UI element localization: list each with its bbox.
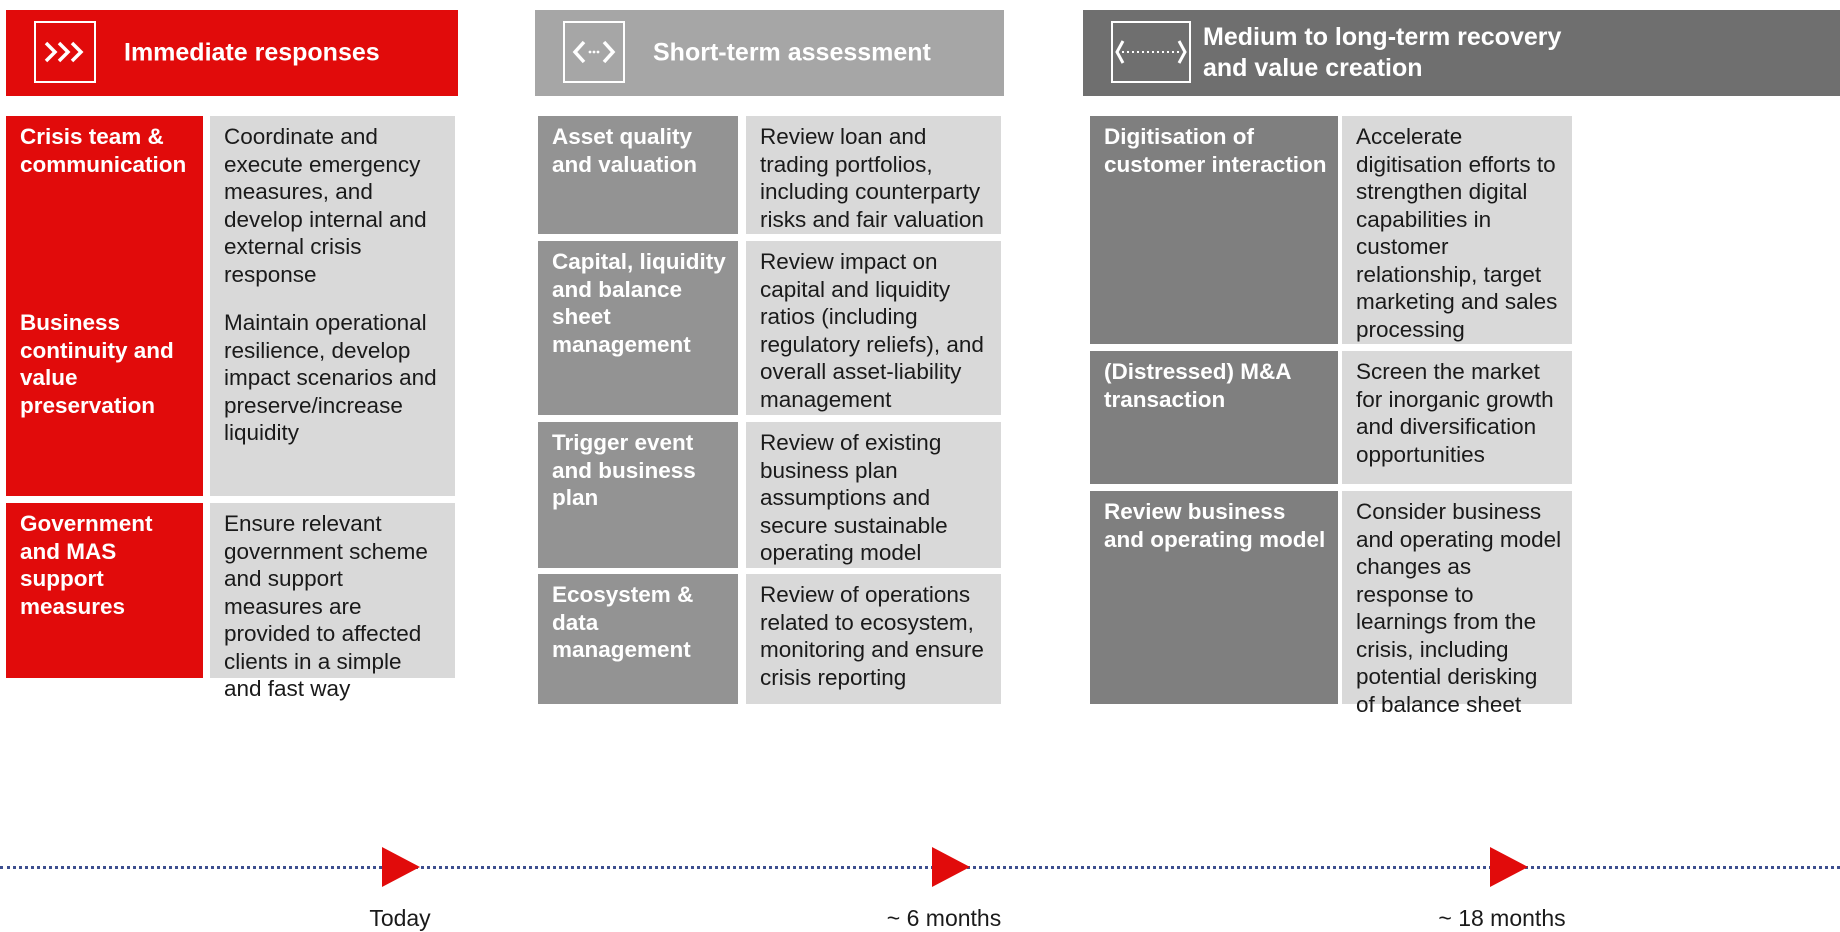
column-header: Medium to long-term recovery and value c… — [1083, 10, 1840, 96]
row-description: Consider business and operating model ch… — [1342, 491, 1572, 717]
row-description: Review loan and trading portfolios, incl… — [746, 116, 1001, 234]
column-header: Immediate responses — [6, 10, 458, 96]
row-label: Digitisation of customer interaction — [1090, 116, 1338, 344]
row-description: Screen the market for inorganic growth a… — [1342, 351, 1572, 484]
row-description: Accelerate digitisation efforts to stren… — [1342, 116, 1572, 344]
row-label: (Distressed) M&A transaction — [1090, 351, 1338, 484]
column-header: Short-term assessment — [535, 10, 1004, 96]
column-title: Short-term assessment — [653, 38, 931, 67]
code-brackets-icon — [563, 21, 625, 83]
timeline-marker-18-months — [1490, 847, 1528, 887]
triple-chevron-right-icon — [34, 21, 96, 83]
timeline-label-today: Today — [369, 905, 431, 931]
timeline-label-6-months: ~ 6 months — [886, 905, 1002, 931]
row-description: Review impact on capital and liquidity r… — [746, 241, 1001, 415]
timeline-line — [0, 866, 1840, 869]
row-description: Maintain operational resilience, develop… — [210, 302, 455, 496]
expand-arrows-icon — [1111, 21, 1191, 83]
timeline-marker-today — [382, 847, 420, 887]
row-description: Review of existing business plan assumpt… — [746, 422, 1001, 568]
timeline-label-18-months: ~ 18 months — [1438, 905, 1566, 931]
row-label: Ecosystem & data management — [538, 574, 738, 704]
row-label: Government and MAS support measures — [6, 503, 203, 678]
row-label: Trigger event and business plan — [538, 422, 738, 568]
timeline-marker-6-months — [932, 847, 970, 887]
row-description: Review of operations related to ecosyste… — [746, 574, 1001, 704]
row-label: Asset quality and valuation — [538, 116, 738, 234]
column-title: Immediate responses — [124, 38, 380, 67]
row-description: Coordinate and execute emergency measure… — [210, 116, 455, 310]
row-label: Business continuity and value preservati… — [6, 302, 203, 496]
row-description: Ensure relevant government scheme and su… — [210, 503, 455, 701]
row-label: Crisis team & communication — [6, 116, 203, 310]
row-label: Capital, liquidity and balance sheet man… — [538, 241, 738, 415]
column-title: Medium to long-term recovery and value c… — [1203, 23, 1562, 82]
row-label: Review business and operating model — [1090, 491, 1338, 704]
